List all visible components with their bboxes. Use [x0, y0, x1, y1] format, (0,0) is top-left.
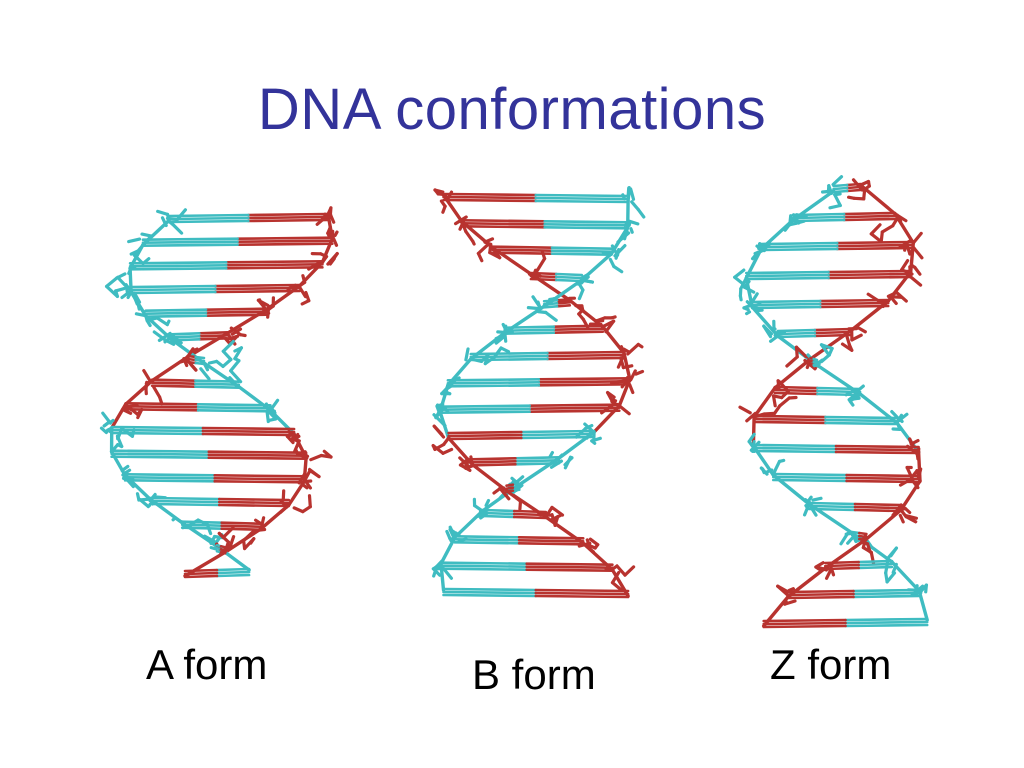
slide-title: DNA conformations: [257, 77, 767, 142]
z-form-helix-image: [733, 175, 929, 629]
b-form-caption: B form: [472, 651, 596, 698]
b-form-helix-image: [431, 186, 646, 599]
a-form-helix-image: [99, 206, 339, 579]
z-form-caption: Z form: [770, 641, 892, 688]
a-form-caption: A form: [146, 641, 268, 688]
